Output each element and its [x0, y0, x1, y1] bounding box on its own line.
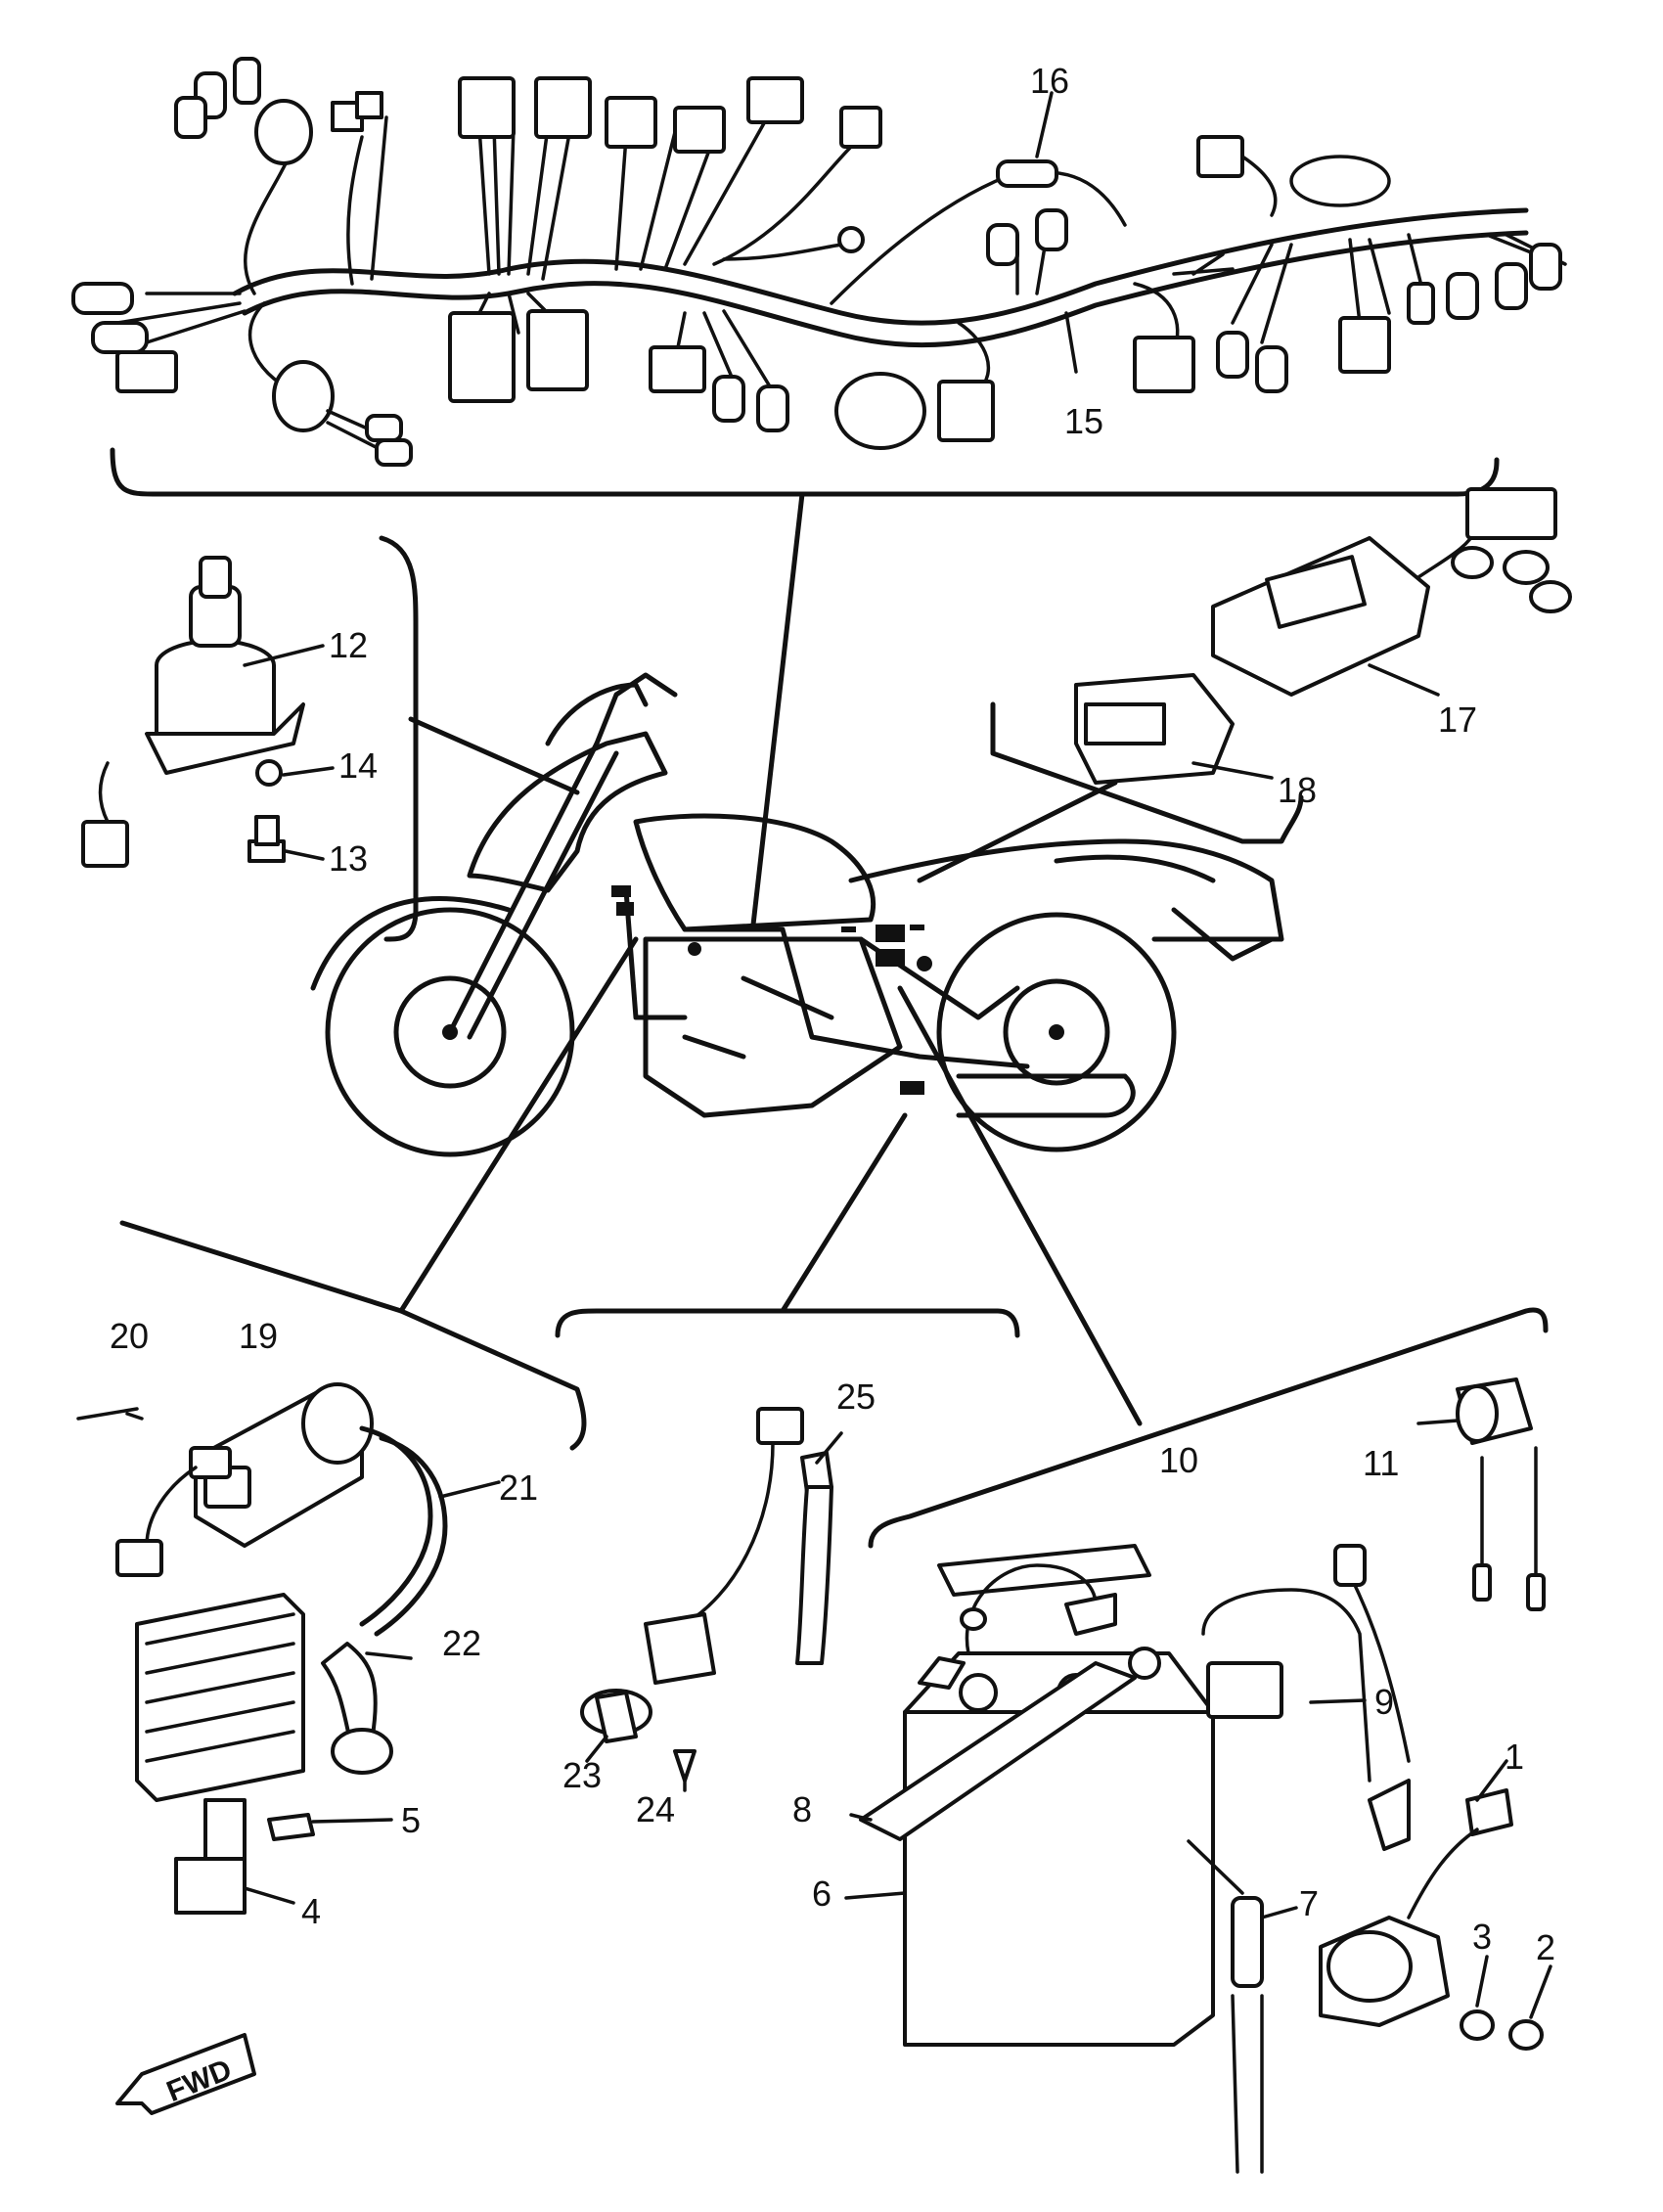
- callout-22: 22: [442, 1623, 481, 1663]
- callout-25: 25: [836, 1377, 876, 1417]
- battery-assembly: [844, 985, 1552, 2174]
- callout-14: 14: [338, 745, 378, 786]
- callout-1: 1: [1505, 1737, 1524, 1777]
- callout-24: 24: [636, 1789, 675, 1829]
- callout-20: 20: [110, 1316, 149, 1356]
- ignition-coil-assembly: [76, 936, 639, 2115]
- callout-12: 12: [329, 625, 368, 665]
- callout-23: 23: [562, 1755, 602, 1795]
- callout-16: 16: [1030, 61, 1069, 101]
- callout-21: 21: [499, 1467, 538, 1508]
- callout-2: 2: [1536, 1927, 1555, 1967]
- main-switch-assembly: [81, 535, 419, 942]
- callout-4: 4: [301, 1891, 321, 1931]
- callout-17: 17: [1438, 700, 1477, 740]
- callout-6: 6: [812, 1873, 832, 1914]
- callout-7: 7: [1299, 1883, 1319, 1923]
- callout-3: 3: [1472, 1917, 1492, 1957]
- motorcycle-outline: [310, 672, 1284, 1157]
- callout-13: 13: [329, 838, 368, 879]
- igniter-unit-assembly: [917, 487, 1572, 883]
- callout-5: 5: [401, 1800, 421, 1840]
- callout-18: 18: [1278, 770, 1317, 810]
- callout-19: 19: [239, 1316, 278, 1356]
- sensor-assembly: [555, 1112, 1020, 1792]
- callout-15: 15: [1064, 401, 1103, 441]
- callout-9: 9: [1374, 1682, 1394, 1722]
- callout-10: 10: [1159, 1440, 1198, 1480]
- harness-bracket: [110, 447, 1500, 497]
- wire-harness: [71, 57, 1567, 467]
- callout-11: 11: [1363, 1443, 1399, 1483]
- callout-8: 8: [792, 1789, 812, 1829]
